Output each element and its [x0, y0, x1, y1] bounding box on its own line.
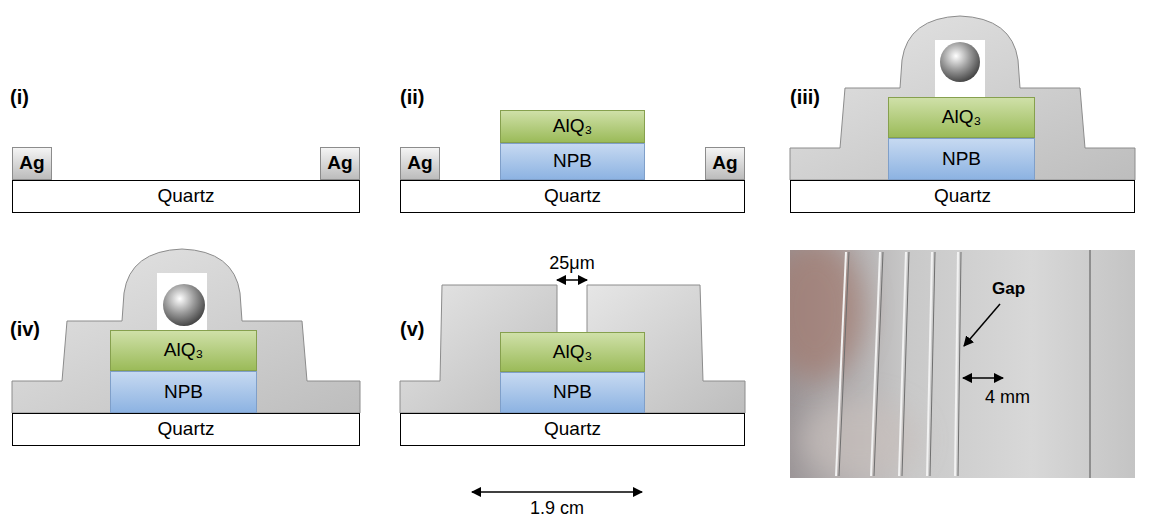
dimension-label: 25μm: [549, 254, 594, 274]
silver-coating: [790, 16, 1135, 180]
alq3-layer: AlQ₃: [500, 110, 645, 143]
layer-label: AlQ₃: [942, 107, 981, 128]
silver-contact: Ag: [400, 147, 440, 180]
alq3-layer: AlQ₃: [110, 330, 257, 371]
panel-label: (iv): [10, 318, 40, 340]
alq3-layer: AlQ₃: [500, 332, 645, 372]
alq3-layer: AlQ₃: [888, 97, 1035, 138]
quartz-substrate: Quartz: [400, 413, 745, 446]
silver-coating: [400, 285, 745, 413]
layer-label: Quartz: [544, 419, 601, 440]
layer-label: Ag: [712, 153, 737, 174]
layer-label: Ag: [327, 153, 352, 174]
panel-label: (ii): [400, 86, 424, 108]
panel-label: (i): [10, 86, 29, 108]
mask-ball: [940, 42, 980, 82]
cavity: [935, 40, 985, 97]
layer-label: Quartz: [157, 186, 214, 207]
electrode-strips: [836, 250, 1090, 478]
layer-label: AlQ₃: [553, 116, 592, 137]
layer-label: Ag: [407, 153, 432, 174]
callout-label: Gap: [992, 280, 1025, 299]
panel-label: (v): [400, 318, 424, 340]
silver-coating: [12, 249, 360, 413]
quartz-substrate: Quartz: [790, 180, 1135, 213]
dimension-arrow: [472, 491, 642, 493]
npb-layer: NPB: [500, 143, 645, 180]
silver-contact: Ag: [705, 147, 745, 180]
pointer-arrow: [964, 304, 1000, 346]
quartz-substrate: Quartz: [400, 180, 745, 213]
dimension-label: 4 mm: [985, 388, 1030, 408]
dimension-arrow: [963, 377, 1003, 379]
dimension-arrow: [557, 279, 587, 281]
layer-label: NPB: [164, 382, 203, 403]
layer-label: Quartz: [544, 186, 601, 207]
coating-layer: [12, 249, 360, 413]
mask-ball: [163, 284, 205, 326]
coating-layer: [790, 16, 1135, 180]
silver-contact: Ag: [320, 147, 360, 180]
layer-label: Quartz: [157, 419, 214, 440]
npb-layer: NPB: [888, 138, 1035, 180]
layer-label: NPB: [942, 149, 981, 170]
quartz-substrate: Quartz: [12, 413, 360, 446]
layer-label: Ag: [19, 153, 44, 174]
layer-label: NPB: [553, 151, 592, 172]
finger-blur: [790, 250, 865, 380]
silver-contact: Ag: [12, 147, 52, 180]
npb-layer: NPB: [110, 371, 257, 413]
cavity: [157, 273, 207, 330]
layer-label: NPB: [553, 382, 592, 403]
layer-label: Quartz: [934, 186, 991, 207]
npb-layer: NPB: [500, 372, 645, 413]
layer-label: AlQ₃: [553, 342, 592, 363]
panel-label: (iii): [790, 86, 820, 108]
quartz-substrate: Quartz: [12, 180, 360, 213]
layer-label: AlQ₃: [164, 340, 203, 361]
device-photo: [790, 250, 1135, 478]
dimension-label: 1.9 cm: [530, 499, 584, 519]
